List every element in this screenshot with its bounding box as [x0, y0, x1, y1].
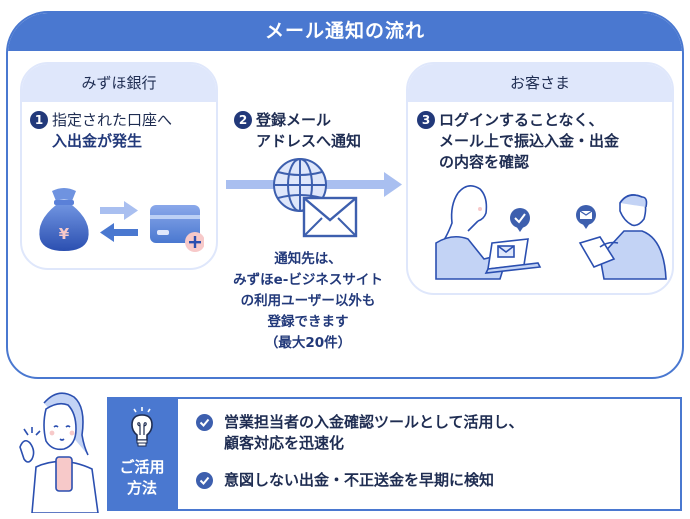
flow-title: メール通知の流れ — [8, 13, 682, 51]
customers-illustration — [435, 185, 667, 280]
usage-item-2: 意図しない出金・不正送金を早期に検知 — [196, 470, 494, 491]
bank-card-title: みずほ銀行 — [22, 64, 216, 102]
usage-list: 営業担当者の入金確認ツールとして活用し、 顧客対応を迅速化 意図しない出金・不正… — [176, 397, 682, 511]
customer-card-title: お客さま — [408, 64, 672, 102]
money-bag-yen-icon: ¥ — [39, 188, 89, 251]
notification-illustration — [226, 158, 402, 238]
woman-laptop-illustration — [435, 185, 542, 280]
lightbulb-icon — [131, 407, 153, 447]
woman-ok-sign-illustration — [19, 392, 99, 513]
check-bubble-icon — [510, 208, 530, 232]
exchange-arrows-icon — [100, 201, 138, 242]
step-3-badge: 3 — [417, 111, 435, 129]
envelope-icon — [302, 196, 358, 238]
usage-title-box: ご活用 方法 — [107, 397, 177, 511]
usage-item-1: 営業担当者の入金確認ツールとして活用し、 顧客対応を迅速化 — [196, 412, 524, 454]
check-circle-icon — [196, 472, 213, 489]
credit-card-plus-icon — [150, 205, 204, 252]
svg-text:¥: ¥ — [59, 225, 70, 243]
notification-note: 通知先は、 みずほe-ビジネスサイト の利用ユーザー以外も 登録できます （最大… — [233, 251, 383, 351]
usage-title: ご活用 方法 — [119, 458, 165, 497]
step-2-badge: 2 — [234, 111, 252, 129]
man-tablet-illustration — [578, 194, 667, 280]
check-circle-icon — [196, 414, 213, 431]
deposit-withdrawal-illustration: ¥ — [39, 188, 204, 252]
mail-bubble-icon — [576, 205, 596, 229]
step-1-badge: 1 — [30, 111, 48, 129]
